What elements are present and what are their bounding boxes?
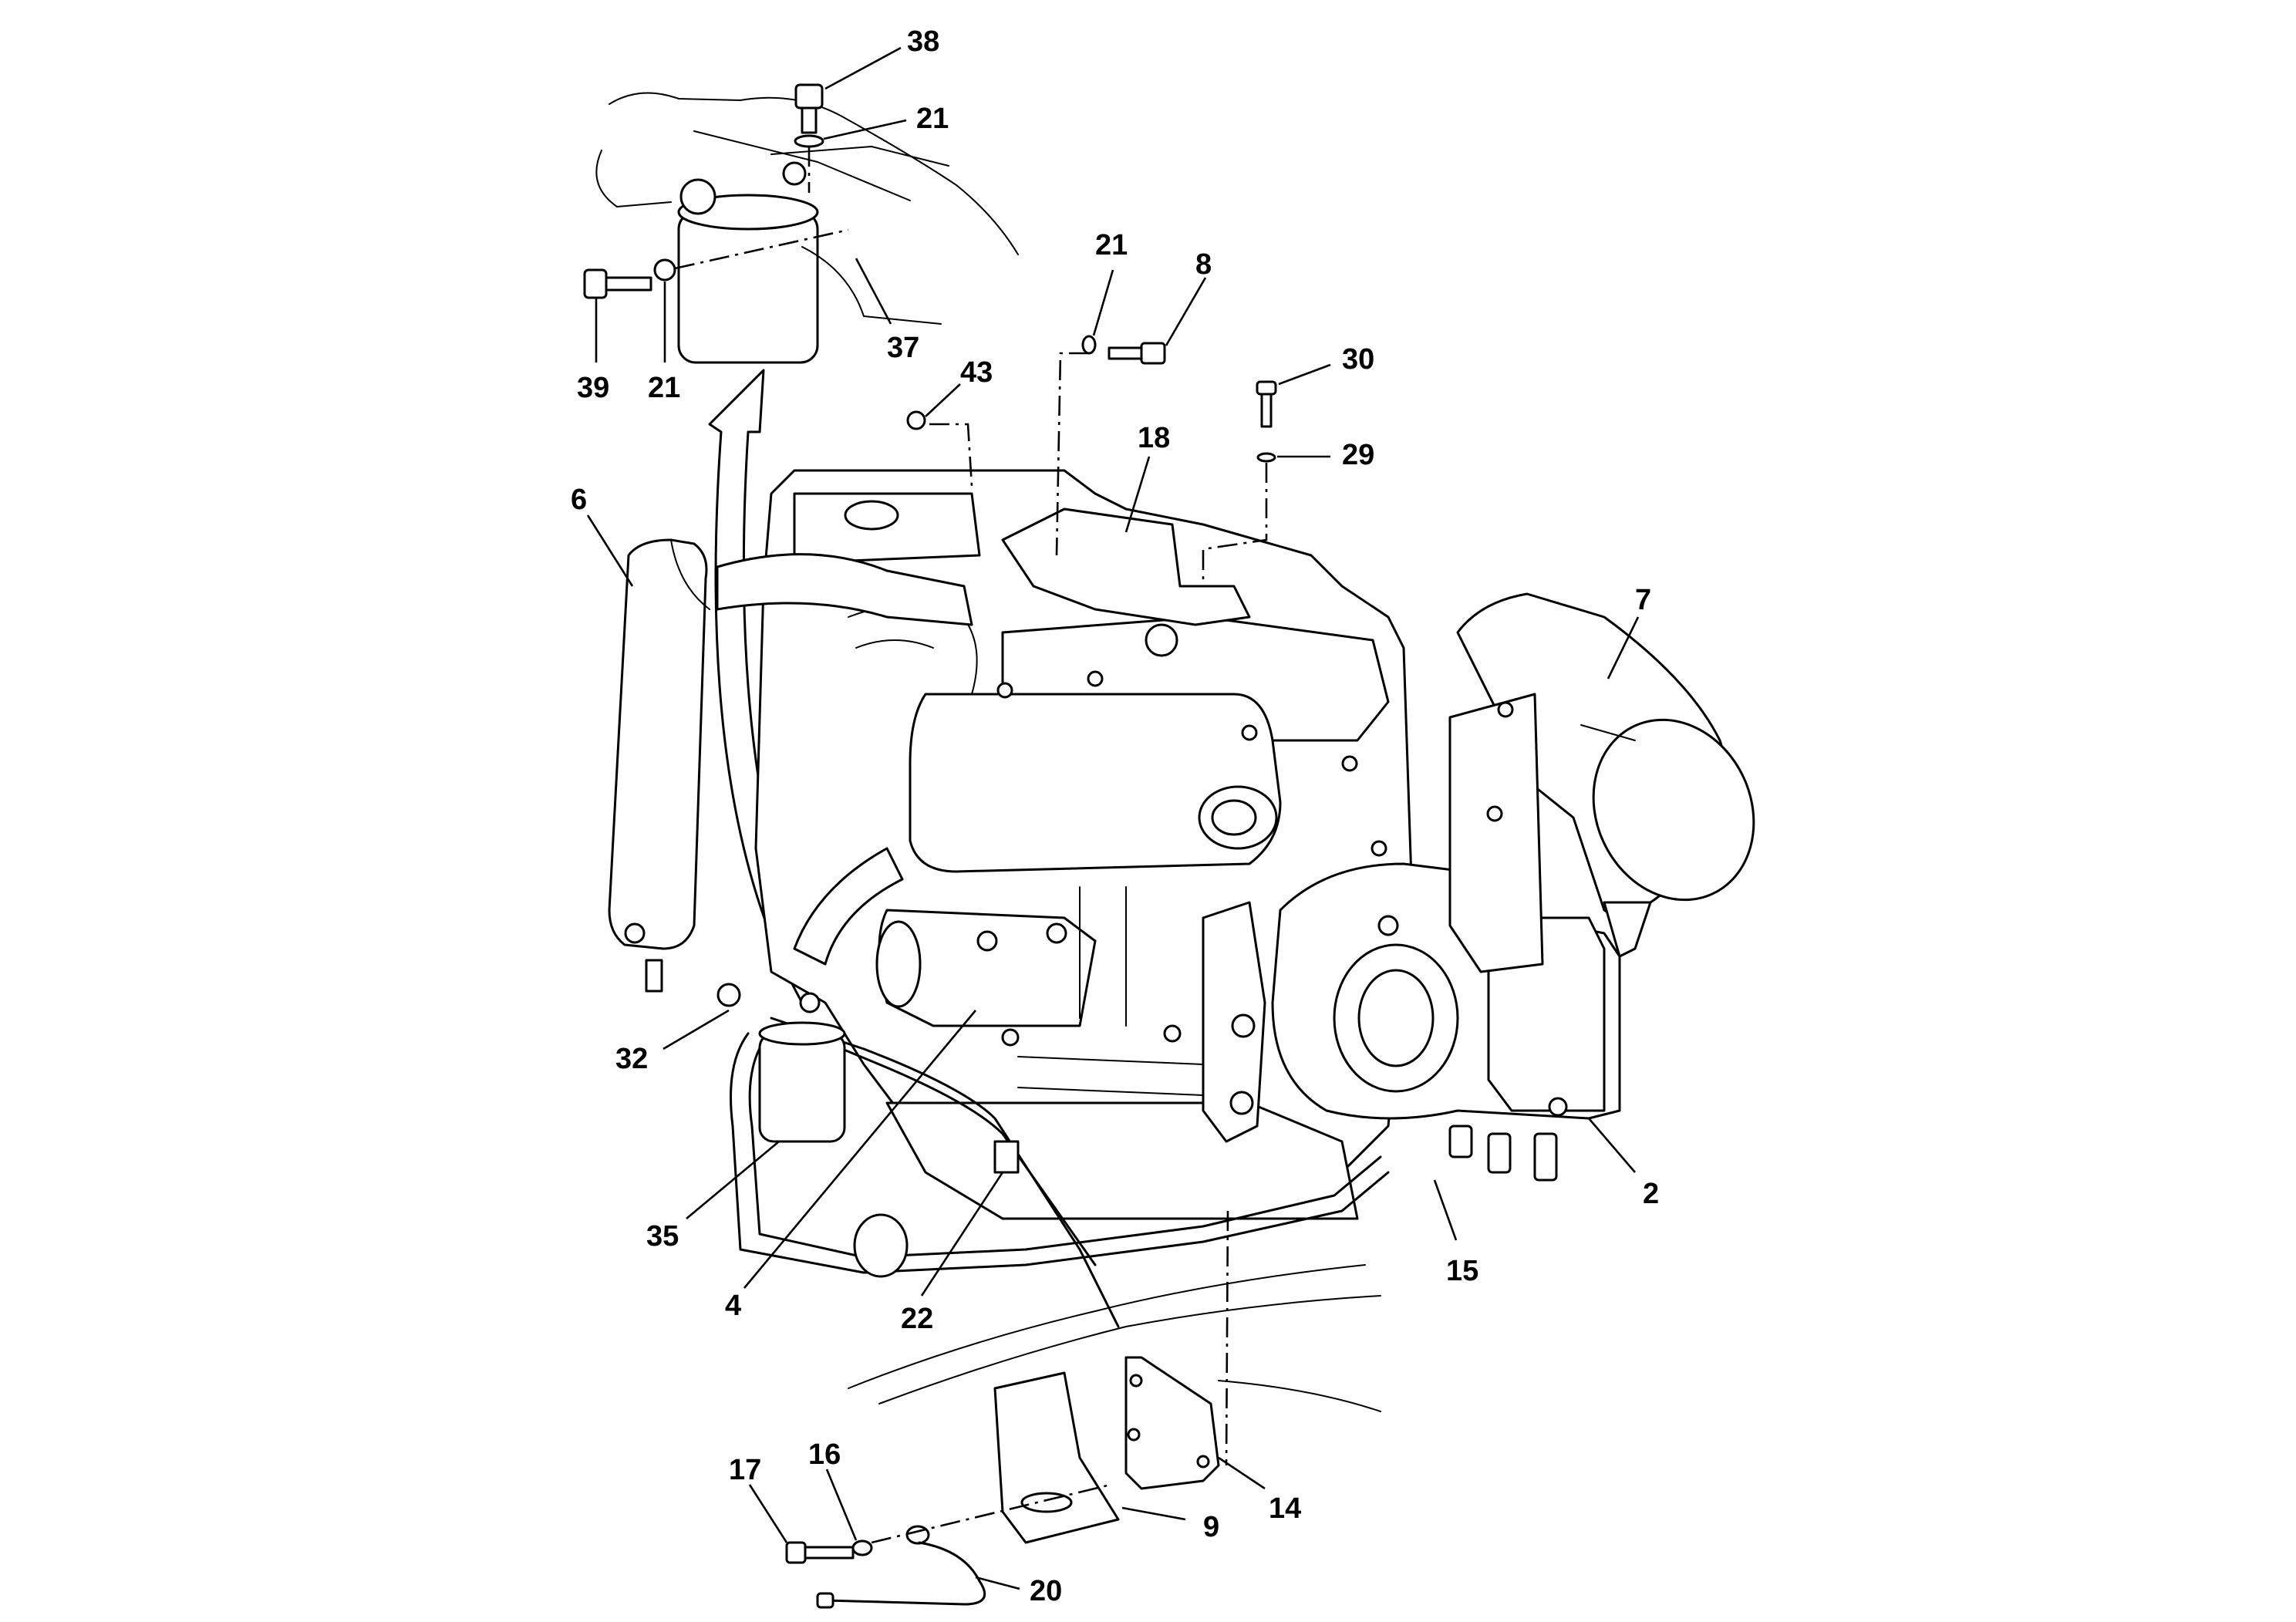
bolt-17 [785, 1541, 807, 1564]
callout-38: 38 [907, 25, 939, 58]
callout-21-top: 21 [916, 103, 949, 135]
callout-2: 2 [1643, 1178, 1659, 1210]
callout-16: 16 [808, 1438, 841, 1471]
ground-cable-hardware [785, 1483, 1111, 1609]
callout-21-filter: 21 [648, 372, 680, 404]
air-cleaner [1456, 592, 1755, 958]
upper-hardware [906, 335, 1277, 1466]
muffler [909, 693, 1282, 873]
callout-43: 43 [960, 356, 993, 389]
callout-6: 6 [571, 484, 587, 516]
callout-35: 35 [646, 1220, 679, 1253]
engine-lifting-bracket [1001, 508, 1251, 626]
mount-bracket-14 [1124, 1356, 1220, 1490]
washer-21-inset [794, 134, 824, 148]
callout-leaders [586, 46, 1640, 1590]
alternator [875, 909, 1097, 1027]
callout-labels: 38 21 37 39 21 43 21 8 30 29 18 6 7 32 3… [571, 25, 1659, 1607]
callout-7: 7 [1635, 584, 1651, 616]
callout-17: 17 [729, 1454, 761, 1486]
callout-22: 22 [901, 1303, 933, 1335]
bolt-30 [1256, 380, 1277, 396]
bolt-38 [794, 83, 824, 134]
nut-43 [906, 410, 926, 430]
fuel-filter [716, 983, 846, 1143]
fuel-shutoff-solenoid [853, 1140, 1020, 1278]
callout-20: 20 [1030, 1575, 1062, 1607]
upper-radiator-hose [716, 553, 973, 626]
drain-plug [645, 959, 663, 993]
callout-30: 30 [1342, 343, 1374, 376]
lower-radiator-hose [793, 847, 904, 966]
callout-39: 39 [577, 372, 609, 404]
callout-18: 18 [1138, 422, 1170, 454]
callout-8: 8 [1195, 248, 1212, 281]
ground-strap-20 [824, 1541, 986, 1606]
engine-mount-brackets [993, 1356, 1220, 1544]
callout-37: 37 [887, 332, 919, 364]
engine-mount-plate [1371, 693, 1544, 973]
fuel-lines-and-frame [730, 1017, 1390, 1412]
fuel-filter-detail-inset [583, 83, 1019, 364]
callout-4: 4 [725, 1290, 741, 1322]
mount-bracket-9 [993, 1371, 1120, 1544]
callout-14: 14 [1269, 1492, 1301, 1525]
oil-pan [885, 1101, 1359, 1220]
callout-21-mid: 21 [1095, 229, 1128, 261]
bolt-39 [583, 268, 652, 299]
radiator-overflow-tank [608, 538, 710, 993]
washer-29 [1256, 452, 1276, 463]
radiator-cap [844, 500, 899, 531]
bolt-8 [1140, 342, 1166, 365]
fuel-filter-canister [677, 211, 819, 364]
callout-32: 32 [615, 1043, 648, 1075]
washer-21-mid [1081, 335, 1097, 355]
callout-15: 15 [1446, 1255, 1478, 1287]
callout-29: 29 [1342, 439, 1374, 471]
engine-assembly [716, 469, 1413, 1220]
washer-16 [851, 1539, 873, 1556]
washer-21-filter [653, 258, 676, 282]
callout-9: 9 [1203, 1511, 1219, 1543]
